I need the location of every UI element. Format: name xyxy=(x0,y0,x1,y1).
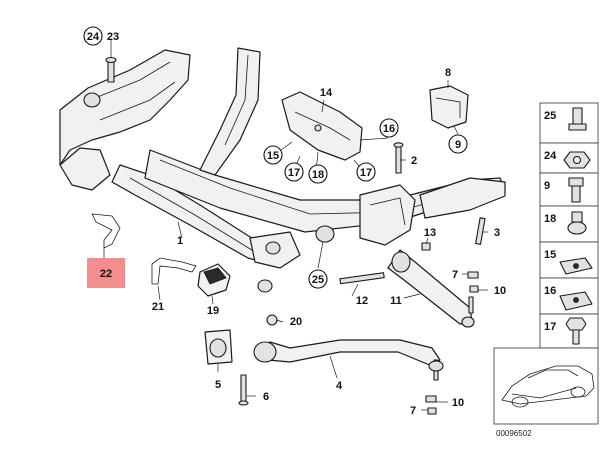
callout-20: 20 xyxy=(290,316,302,328)
bolts xyxy=(105,56,486,406)
vehicle-thumbnail: 00096502 xyxy=(493,347,599,438)
bracket-part-8 xyxy=(429,85,469,129)
callout-6: 6 xyxy=(263,391,269,403)
diagram-code: 00096502 xyxy=(496,429,532,438)
pad-part-19 xyxy=(197,263,231,297)
callout-21: 21 xyxy=(152,301,164,313)
legend-label-17: 17 xyxy=(544,321,556,333)
bracket-part-22 xyxy=(91,213,121,249)
callout-16: 16 xyxy=(383,123,395,135)
tension-strut-part-4 xyxy=(253,339,444,381)
leader-lines xyxy=(103,40,488,411)
legend-label-9: 9 xyxy=(544,180,550,192)
bracket-part-21 xyxy=(151,257,197,285)
callout-3: 3 xyxy=(494,227,500,239)
legend-label-15: 15 xyxy=(544,249,556,261)
callout-22: 22 xyxy=(100,268,112,280)
callout-18: 18 xyxy=(312,169,324,181)
callout-9: 9 xyxy=(455,139,461,151)
callout-labels: 24 23 1 2 3 4 5 6 7 7 8 9 10 10 11 12 13… xyxy=(83,26,506,417)
callout-17-right: 17 xyxy=(360,167,372,179)
callout-23: 23 xyxy=(107,31,119,43)
legend-label-25: 25 xyxy=(544,110,556,122)
legend-label-18: 18 xyxy=(544,213,556,225)
control-arm-part-11 xyxy=(387,249,475,328)
callout-8: 8 xyxy=(445,67,451,79)
legend-cell-25 xyxy=(539,102,599,144)
bushing-part-5 xyxy=(204,329,233,365)
callout-4: 4 xyxy=(336,380,343,392)
callout-2: 2 xyxy=(411,155,417,167)
callout-19: 19 xyxy=(207,305,219,317)
callout-7-upper: 7 xyxy=(452,269,458,281)
callout-14: 14 xyxy=(320,87,333,99)
front-axle-carrier xyxy=(59,47,506,293)
callout-11: 11 xyxy=(390,295,402,307)
callout-10-lower: 10 xyxy=(452,397,464,409)
heat-shield-part-14 xyxy=(281,91,363,161)
callout-10-upper: 10 xyxy=(494,285,506,297)
legend-label-16: 16 xyxy=(544,285,556,297)
callout-12: 12 xyxy=(356,295,368,307)
callout-22-highlight xyxy=(87,258,125,288)
callout-24: 24 xyxy=(87,31,100,43)
callout-25: 25 xyxy=(312,274,324,286)
callout-1: 1 xyxy=(177,235,183,247)
bolt-part-7-upper xyxy=(467,271,479,293)
callout-13: 13 xyxy=(424,227,436,239)
legend-cell-18 xyxy=(539,205,599,243)
hardware-legend: 25 24 9 18 15 16 17 xyxy=(539,102,599,349)
callout-5: 5 xyxy=(215,379,221,391)
bolt-part-7-lower xyxy=(425,395,437,415)
legend-label-24: 24 xyxy=(544,150,557,162)
callout-15: 15 xyxy=(267,150,279,162)
callout-17-left: 17 xyxy=(288,167,300,179)
callout-7-lower: 7 xyxy=(410,405,416,417)
